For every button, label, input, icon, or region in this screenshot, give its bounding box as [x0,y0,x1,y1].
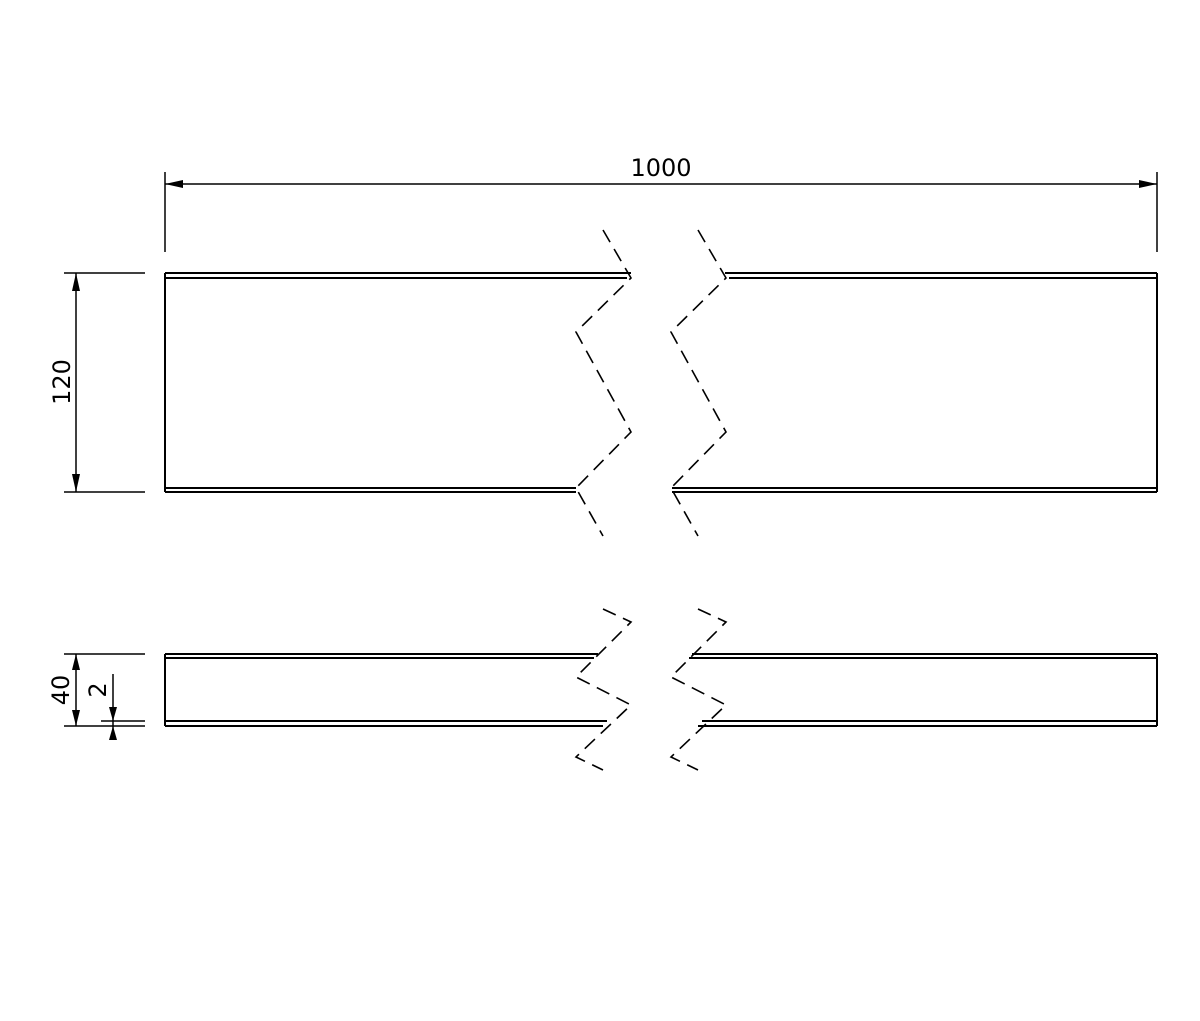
length-dimension: 1000 [164,154,1158,252]
top-view-break-line-right [670,229,728,537]
height-dimension-label: 120 [48,359,76,405]
depth-dimension: 40 [47,653,145,727]
top-view-break-line-left [575,229,633,537]
depth-arrow-bottom [72,710,80,726]
thickness-arrow-bottom [109,726,117,740]
top-view [164,229,1158,537]
thickness-dimension: 2 [84,674,145,740]
side-view-break-line-left [574,608,633,771]
height-dimension: 120 [48,272,145,493]
side-view-break-line-right [669,608,728,771]
height-arrow-top [72,273,80,291]
depth-dimension-label: 40 [47,675,75,706]
length-arrow-left [165,180,183,188]
length-arrow-right [1139,180,1157,188]
thickness-arrow-top [109,707,117,721]
length-dimension-label: 1000 [630,154,691,182]
depth-arrow-top [72,654,80,670]
side-view [164,608,1158,771]
thickness-dimension-label: 2 [84,682,112,697]
height-arrow-bottom [72,474,80,492]
